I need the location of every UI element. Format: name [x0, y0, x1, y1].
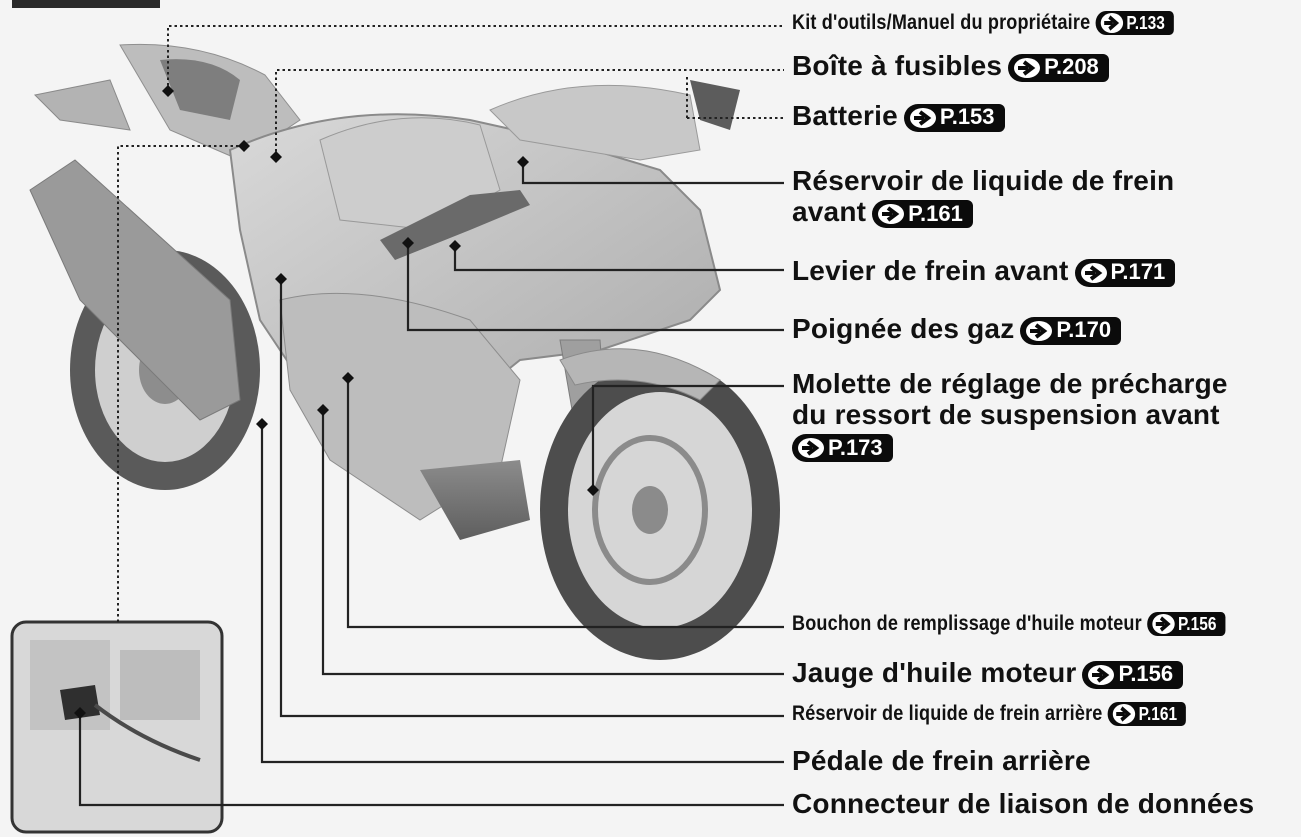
rear-bracket — [33, 79, 131, 131]
page-ref: P.133 — [1126, 13, 1165, 34]
label-text: Jauge d'huile moteur — [792, 657, 1077, 688]
handlebar — [380, 190, 530, 260]
label-text: Bouchon de remplissage d'huile moteur — [792, 612, 1142, 635]
page-ref: P.173 — [828, 435, 883, 461]
label-preload-adjuster: Molette de réglage de précharge du resso… — [792, 368, 1228, 463]
label-text: Réservoir de liquide de frein arrière — [792, 702, 1103, 725]
page-ref-badge[interactable]: P.153 — [903, 103, 1005, 132]
label-front-brake-lever: Levier de frein avant P.171 — [792, 255, 1176, 287]
page-ref: P.208 — [1044, 54, 1099, 80]
page-ref-badge[interactable]: P.208 — [1008, 53, 1109, 82]
label-text: Poignée des gaz — [792, 313, 1015, 344]
label-battery: Batterie P.153 — [792, 100, 1005, 132]
page-ref-badge[interactable]: P.156 — [1147, 612, 1226, 637]
label-text: Molette de réglage de précharge — [792, 368, 1228, 399]
label-tool-kit-manual: Kit d'outils/Manuel du propriétaire P.133 — [792, 11, 1174, 36]
label-text: Pédale de frein arrière — [792, 745, 1091, 776]
label-text: Levier de frein avant — [792, 255, 1069, 286]
arrow-icon — [1086, 661, 1116, 689]
arrow-icon — [1012, 54, 1042, 82]
fuel-tank — [319, 117, 501, 231]
arrow-icon — [1150, 612, 1176, 636]
label-text: Boîte à fusibles — [792, 50, 1003, 81]
label-rear-brake-pedal: Pédale de frein arrière — [792, 745, 1091, 776]
page-ref-badge[interactable]: P.171 — [1074, 258, 1176, 287]
arrow-icon — [1111, 702, 1137, 726]
page-corner-tab — [12, 0, 160, 8]
label-data-link-connector: Connecteur de liaison de données — [792, 788, 1254, 819]
label-text-line2: avant — [792, 196, 867, 228]
page-ref-badge[interactable]: P.173 — [792, 434, 893, 463]
arrow-icon — [908, 104, 938, 132]
label-text: Connecteur de liaison de données — [792, 788, 1255, 819]
arrow-icon — [1079, 259, 1109, 287]
arrow-icon — [1024, 317, 1054, 345]
page-ref-badge[interactable]: P.170 — [1020, 316, 1122, 345]
label-oil-dipstick: Jauge d'huile moteur P.156 — [792, 657, 1184, 689]
pointer-markers — [74, 85, 599, 719]
windscreen — [489, 84, 701, 161]
label-text: Réservoir de liquide de frein — [792, 165, 1175, 196]
page-ref: P.156 — [1177, 614, 1217, 635]
front-mudguard — [559, 348, 721, 401]
label-text-line2: du ressort de suspension avant — [792, 399, 1220, 431]
mirror — [690, 80, 740, 130]
page-ref-badge[interactable]: P.133 — [1095, 11, 1174, 36]
page-ref: P.171 — [1110, 259, 1166, 285]
page-ref: P.156 — [1118, 661, 1174, 687]
label-front-brake-fluid-reservoir: Réservoir de liquide de frein avant P.161 — [792, 165, 1174, 228]
front-wheel — [540, 360, 780, 660]
seat — [160, 59, 240, 120]
page-ref: P.161 — [1138, 704, 1178, 725]
exhaust — [29, 159, 241, 421]
page-ref: P.153 — [939, 104, 995, 130]
page-ref-badge[interactable]: P.161 — [1107, 702, 1186, 727]
label-throttle-grip: Poignée des gaz P.170 — [792, 313, 1122, 345]
page-ref-badge[interactable]: P.161 — [872, 199, 973, 228]
arrow-icon — [1099, 11, 1125, 35]
page-ref-badge[interactable]: P.156 — [1082, 660, 1184, 689]
label-fuse-box: Boîte à fusibles P.208 — [792, 50, 1109, 82]
inset-data-link-connector — [10, 620, 224, 834]
label-text: Kit d'outils/Manuel du propriétaire — [792, 11, 1091, 34]
page-ref: P.170 — [1056, 317, 1112, 343]
arrow-icon — [876, 200, 906, 228]
label-oil-filler-cap: Bouchon de remplissage d'huile moteur P.1… — [792, 612, 1226, 637]
label-rear-brake-fluid-reservoir: Réservoir de liquide de frein arrière P.1… — [792, 702, 1186, 727]
dotted-leaders — [117, 25, 784, 622]
label-text: Batterie — [792, 100, 898, 131]
page-ref: P.161 — [908, 200, 963, 226]
radiator — [420, 460, 530, 540]
arrow-icon — [796, 434, 826, 462]
solid-leaders — [78, 162, 784, 807]
